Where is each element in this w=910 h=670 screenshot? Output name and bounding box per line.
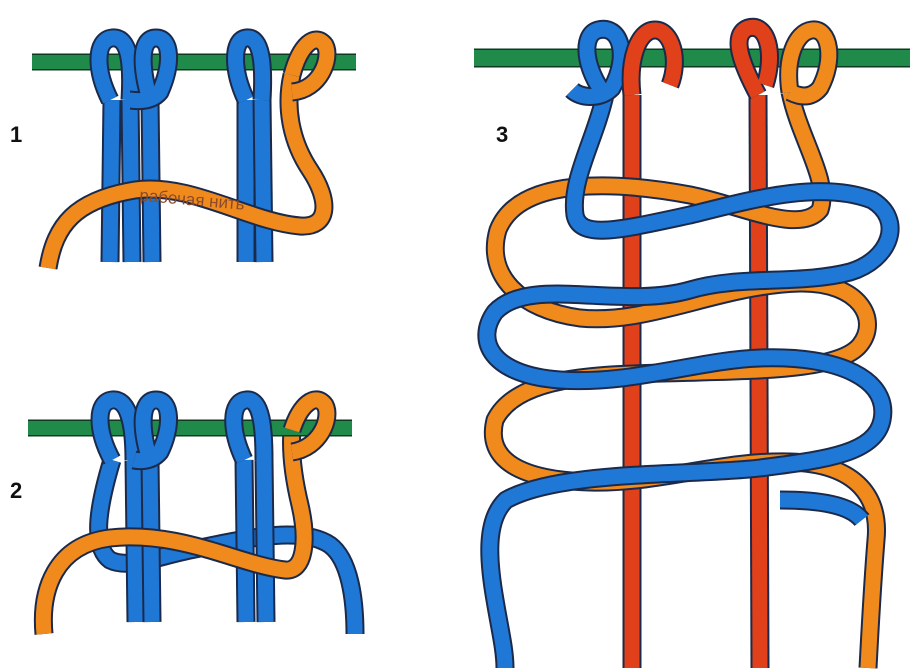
panel-2-label: 2 xyxy=(10,478,22,503)
panel-1-working-cord xyxy=(48,75,324,268)
panel-3-blue-tail xyxy=(780,500,862,520)
panel-1: 1 рабочая нить xyxy=(10,38,356,268)
panel-1-label: 1 xyxy=(10,122,22,147)
panel-3-label: 3 xyxy=(496,122,508,147)
panel-2: 2 xyxy=(10,400,355,634)
panel-3: 3 xyxy=(474,27,910,668)
